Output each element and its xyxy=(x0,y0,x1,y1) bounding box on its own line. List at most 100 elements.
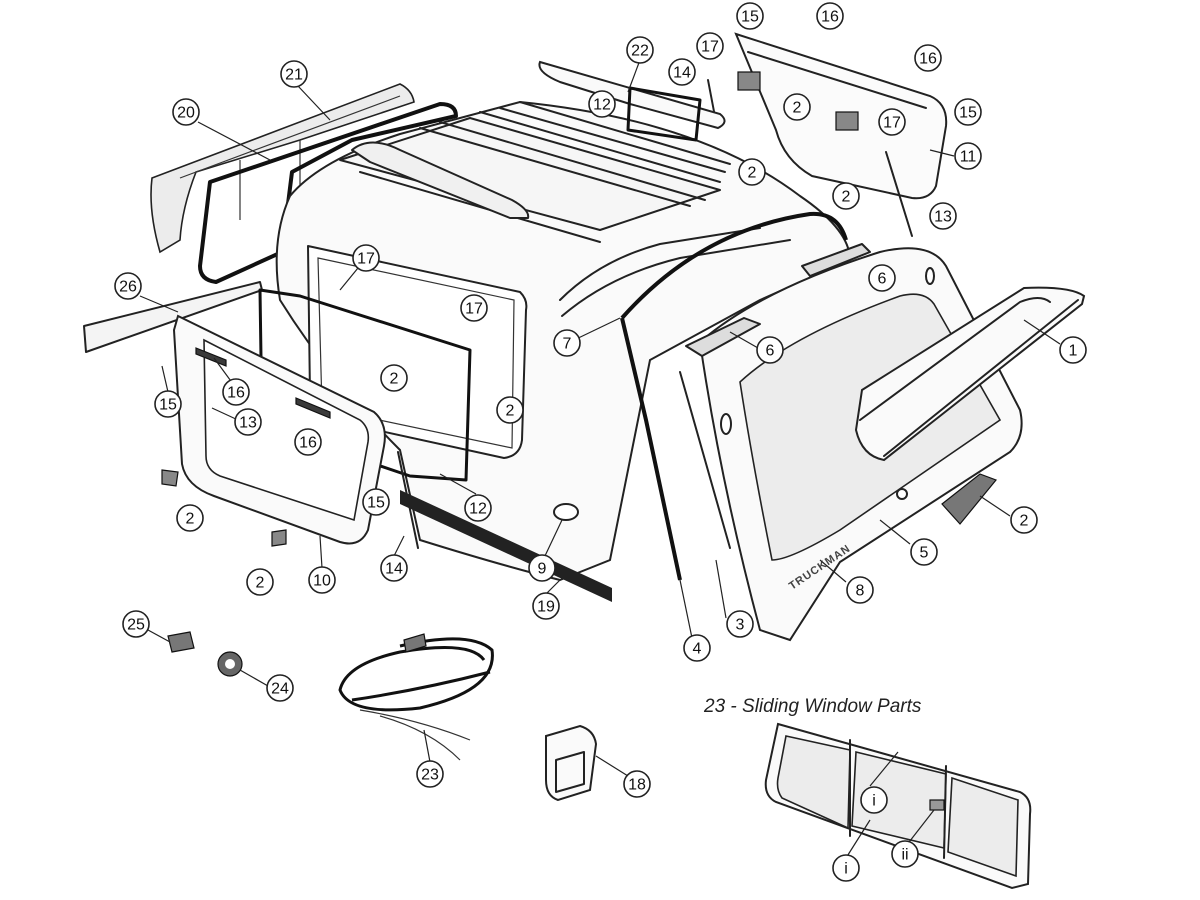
callout-circle xyxy=(846,576,874,604)
callout-label: 17 xyxy=(357,251,375,268)
callout-26: 26 xyxy=(114,272,142,300)
callout-10: 10 xyxy=(308,566,336,594)
callout-label: 17 xyxy=(465,301,483,318)
callout-circle xyxy=(352,244,380,272)
sliding-window-inset xyxy=(764,722,1032,890)
callout-label: 15 xyxy=(367,495,385,512)
callout-12-2: 12 xyxy=(464,494,492,522)
callout-label: 6 xyxy=(766,343,775,360)
callout-label: 4 xyxy=(693,641,702,658)
callout-circle xyxy=(380,554,408,582)
side-window-seal xyxy=(198,102,458,284)
callout-22: 22 xyxy=(626,36,654,64)
callout-circle xyxy=(234,408,262,436)
callout-i: i xyxy=(860,786,888,814)
callout-circle xyxy=(738,158,766,186)
callout-15-4: 15 xyxy=(362,488,390,516)
rear-window-upper xyxy=(734,32,948,200)
callout-17-4: 17 xyxy=(460,294,488,322)
callout-label: 18 xyxy=(628,777,646,794)
rear-seal-strip xyxy=(620,211,848,581)
callout-circle xyxy=(496,396,524,424)
bottom-seal-strip-19 xyxy=(400,490,612,602)
light-housing-18 xyxy=(545,724,598,802)
callout-18: 18 xyxy=(623,770,651,798)
latch-handle-2 xyxy=(161,469,997,547)
callout-20: 20 xyxy=(172,98,200,126)
rear-spoiler xyxy=(854,286,1086,462)
callout-17: 17 xyxy=(696,32,724,60)
callout-2-7: 2 xyxy=(246,568,274,596)
callout-label: 23 xyxy=(421,767,439,784)
callout-label: 14 xyxy=(385,561,403,578)
callout-label: 26 xyxy=(119,279,137,296)
callout-11: 11 xyxy=(954,142,982,170)
callout-23: 23 xyxy=(416,760,444,788)
callout-label: i xyxy=(872,793,876,810)
callout-13: 13 xyxy=(929,202,957,230)
callout-2-6: 2 xyxy=(176,504,204,532)
callout-6: 6 xyxy=(868,264,896,292)
callout-13-2: 13 xyxy=(234,408,262,436)
callout-16-2: 16 xyxy=(914,44,942,72)
callout-circle xyxy=(416,760,444,788)
callout-2-3: 2 xyxy=(832,182,860,210)
callout-circle xyxy=(914,44,942,72)
callout-circle xyxy=(1010,506,1038,534)
grommet-24 xyxy=(217,651,243,677)
cab-seal-26 xyxy=(83,281,263,353)
callout-circle xyxy=(154,390,182,418)
callout-16: 16 xyxy=(816,2,844,30)
callout-label: 2 xyxy=(390,371,399,388)
callout-17-3: 17 xyxy=(352,244,380,272)
callout-circle xyxy=(878,108,906,136)
callout-label: 16 xyxy=(299,435,317,452)
callout-label: 5 xyxy=(920,545,929,562)
callout-circle xyxy=(668,58,696,86)
callout-ii: ii xyxy=(891,840,919,868)
hinge-6 xyxy=(685,243,871,357)
callout-label: 12 xyxy=(469,501,487,518)
callout-circle xyxy=(588,90,616,118)
callout-i-2: i xyxy=(832,854,860,882)
callout-label: 2 xyxy=(1020,513,1029,530)
callout-label: 15 xyxy=(741,9,759,26)
callout-circle xyxy=(222,378,250,406)
gas-strut-3 xyxy=(679,371,731,549)
callout-circle xyxy=(114,272,142,300)
callout-label: 20 xyxy=(177,105,195,122)
callout-circle xyxy=(756,336,784,364)
callout-circle xyxy=(910,538,938,566)
callout-5: 5 xyxy=(910,538,938,566)
callout-circle xyxy=(626,36,654,64)
callout-19: 19 xyxy=(532,592,560,620)
callout-label: 15 xyxy=(959,105,977,122)
callout-circle xyxy=(1059,336,1087,364)
callout-15-2: 15 xyxy=(954,98,982,126)
callout-label: 2 xyxy=(256,575,265,592)
callout-circle xyxy=(532,592,560,620)
callout-15: 15 xyxy=(736,2,764,30)
callout-2-8: 2 xyxy=(1010,506,1038,534)
callout-circle xyxy=(832,854,860,882)
callout-circle xyxy=(172,98,200,126)
callout-2-4: 2 xyxy=(380,364,408,392)
callout-9: 9 xyxy=(528,554,556,582)
callout-circle xyxy=(954,142,982,170)
callout-label: 2 xyxy=(748,165,757,182)
callout-label: i xyxy=(844,861,848,878)
callout-label: 7 xyxy=(563,336,572,353)
callout-circle xyxy=(623,770,651,798)
callout-17-2: 17 xyxy=(878,108,906,136)
callout-circle xyxy=(929,202,957,230)
callout-12: 12 xyxy=(588,90,616,118)
callout-circle xyxy=(280,60,308,88)
callout-2-2: 2 xyxy=(738,158,766,186)
callout-label: 17 xyxy=(701,39,719,56)
callout-label: 2 xyxy=(506,403,515,420)
callout-label: ii xyxy=(901,847,908,864)
callout-circle xyxy=(528,554,556,582)
callout-circle xyxy=(860,786,888,814)
callout-circle xyxy=(553,329,581,357)
